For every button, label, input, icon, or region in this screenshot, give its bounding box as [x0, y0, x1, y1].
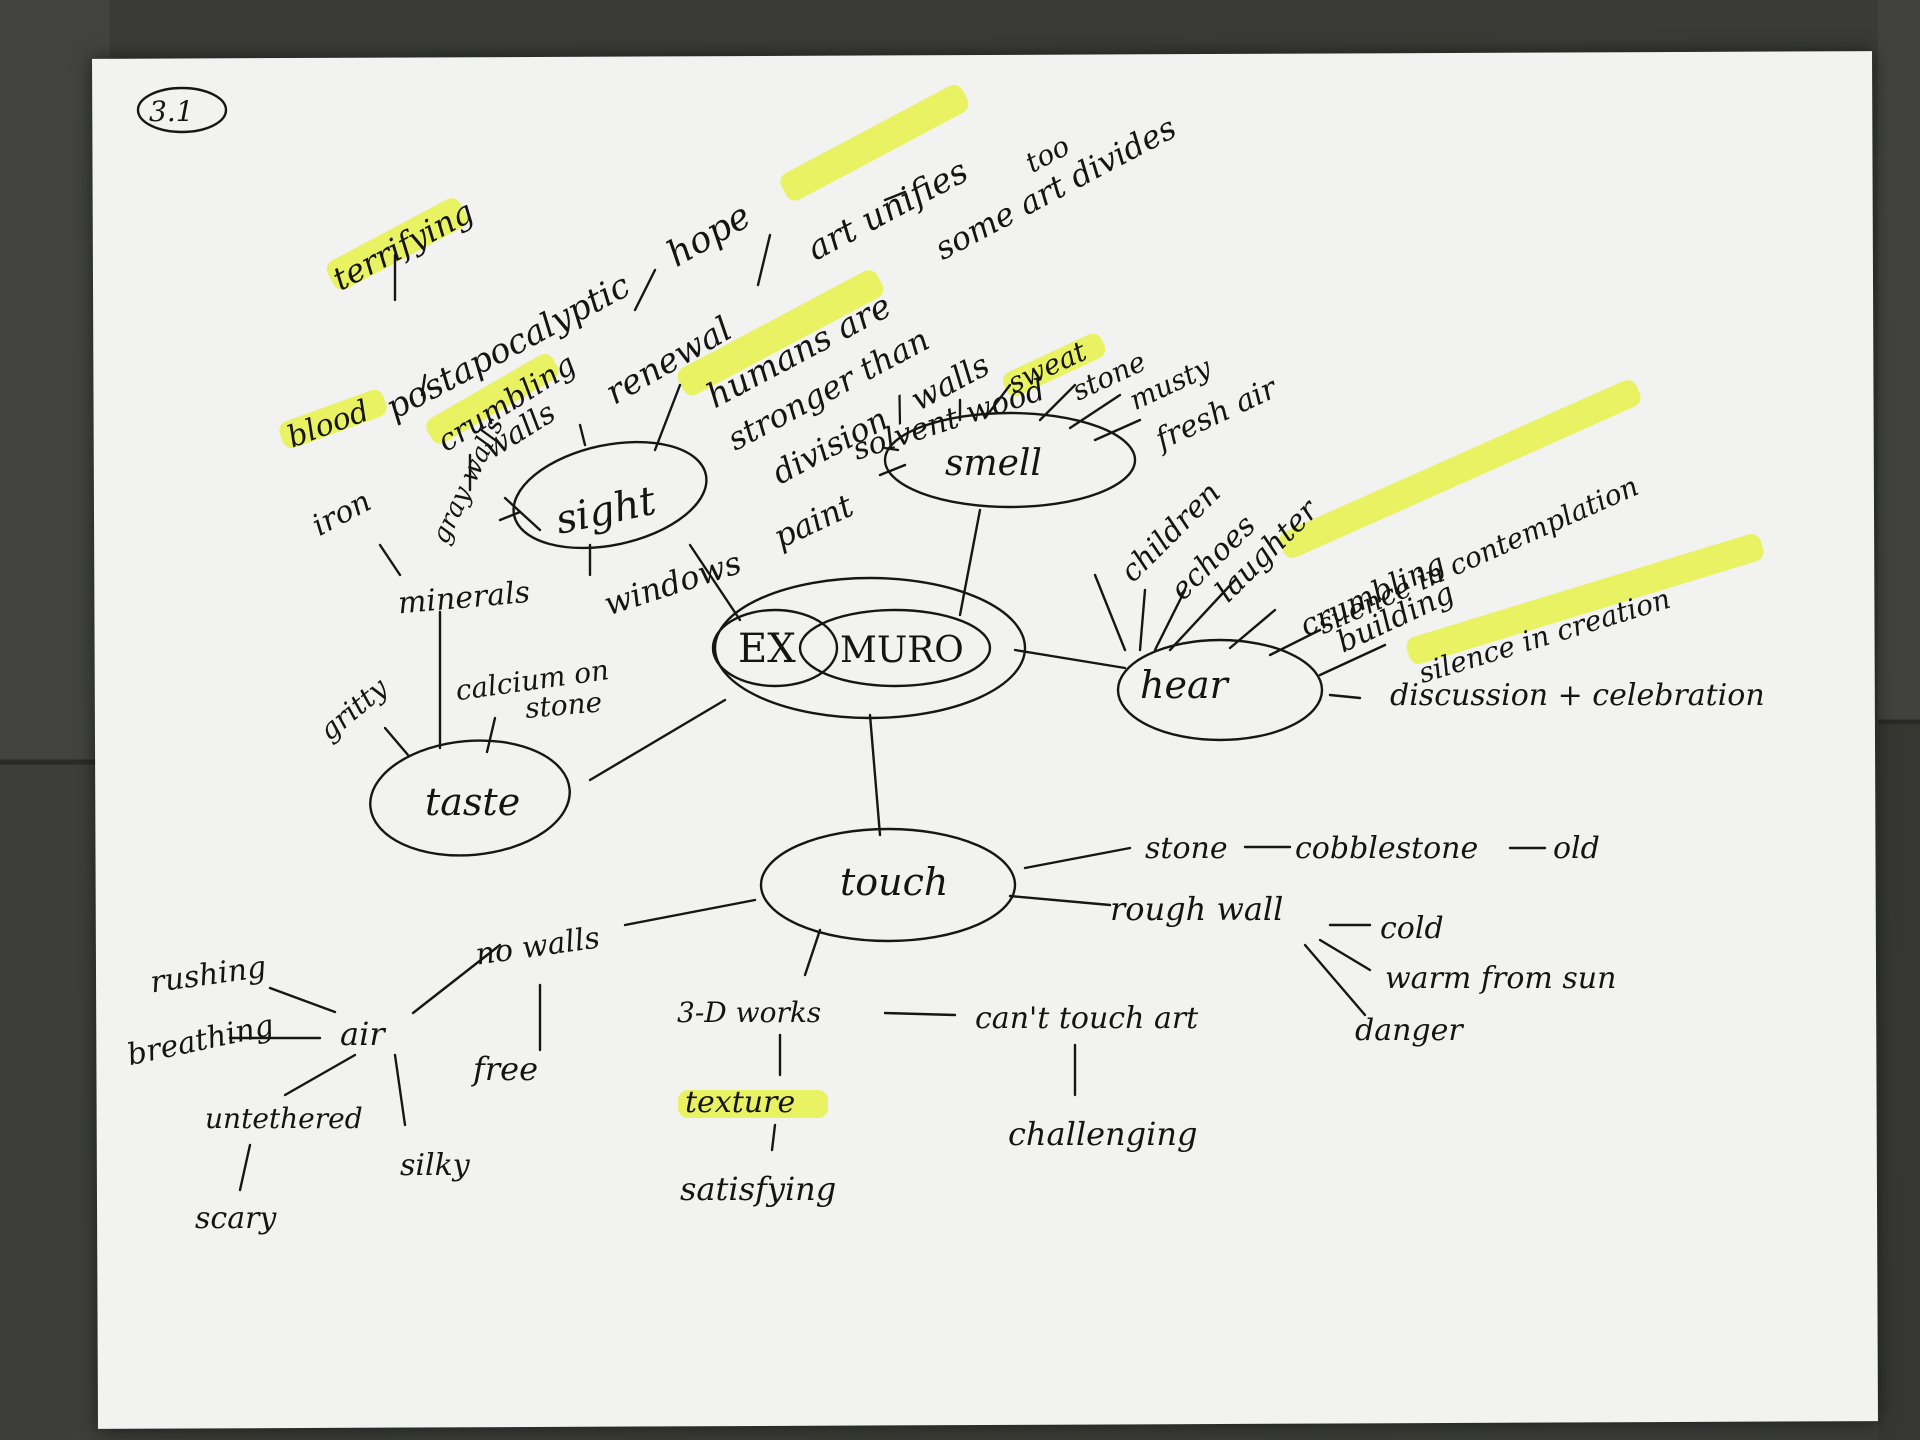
highlight-texture — [678, 1090, 828, 1118]
page-label-oval — [136, 86, 228, 134]
word-minerals: minerals — [397, 575, 532, 621]
word-challenging: challenging — [1008, 1115, 1197, 1153]
word-3d-works: 3-D works — [677, 996, 821, 1029]
word-blood: blood — [283, 394, 374, 456]
word-terrifying: terrifying — [326, 192, 480, 298]
word-satisfying: satisfying — [680, 1170, 836, 1208]
word-stone-taste: stone — [524, 685, 604, 725]
highlight-blood — [279, 389, 387, 449]
page-label: 3.1 — [149, 95, 194, 128]
sense-hear: hear — [1140, 663, 1231, 707]
word-cobblestone: cobblestone — [1295, 831, 1478, 866]
taste-oval — [369, 739, 571, 857]
word-discussion-celebration: discussion + celebration — [1390, 678, 1765, 713]
sight-oval — [512, 440, 708, 550]
highlight-terrifying — [326, 198, 468, 290]
hear-oval — [1116, 638, 1324, 742]
highlight-art-unifies — [780, 84, 969, 201]
word-silky: silky — [400, 1148, 471, 1183]
smell-oval — [883, 411, 1137, 509]
touch-oval — [759, 827, 1017, 943]
word-free: free — [471, 1050, 538, 1088]
ovals — [136, 86, 1324, 943]
word-scary: scary — [195, 1201, 277, 1236]
highlight-silence-contemplation — [1279, 380, 1641, 558]
word-danger: danger — [1355, 1013, 1464, 1048]
word-old: old — [1553, 831, 1600, 866]
word-rushing: rushing — [148, 950, 268, 1001]
word-hope: hope — [660, 195, 758, 275]
word-warm-from-sun: warm from sun — [1385, 961, 1616, 996]
center-word-ex: EX — [738, 626, 796, 672]
word-texture: texture — [685, 1085, 795, 1120]
center-oval-ex — [711, 608, 839, 688]
center-oval-muro — [798, 608, 992, 688]
sense-taste: taste — [425, 780, 520, 824]
sense-sight: sight — [552, 478, 661, 544]
word-rough-wall: rough wall — [1110, 890, 1283, 928]
word-air: air — [340, 1015, 386, 1053]
highlight-silence-creation — [1406, 534, 1764, 664]
highlight-sweat — [1002, 333, 1106, 397]
word-no-walls: no walls — [473, 921, 602, 973]
word-untethered: untethered — [205, 1102, 363, 1135]
word-cold: cold — [1380, 911, 1444, 946]
center-word-muro: MURO — [840, 630, 964, 671]
highlights — [279, 84, 1764, 1118]
word-stone-touch: stone — [1145, 831, 1228, 866]
word-breathing: breathing — [124, 1008, 277, 1073]
highlight-crumbling — [426, 354, 559, 444]
sense-smell: smell — [945, 443, 1042, 484]
highlight-humans-are — [677, 270, 884, 396]
word-iron: iron — [306, 484, 377, 544]
word-paint: paint — [768, 486, 860, 556]
word-windows: windows — [599, 543, 746, 623]
center-oval — [713, 576, 1027, 720]
labels: 3.1 EX MURO sight smell hear taste touch… — [124, 95, 1765, 1236]
word-gritty: gritty — [313, 670, 395, 747]
sense-touch: touch — [840, 860, 948, 904]
word-cant-touch-art: can't touch art — [975, 1001, 1199, 1036]
